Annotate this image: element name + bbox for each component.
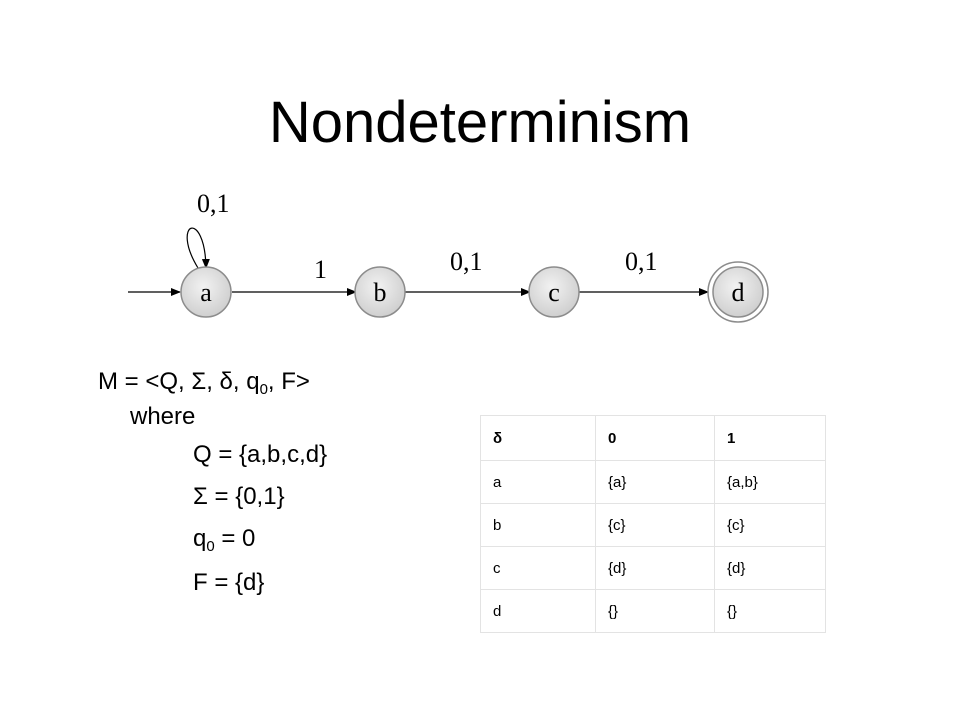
edge-label-a-b: 1: [314, 255, 327, 284]
state-b: b: [354, 266, 406, 318]
table-cell: {}: [714, 589, 826, 633]
state-label-d: d: [732, 278, 745, 307]
table-header-cell: δ: [480, 415, 596, 461]
table-cell: d: [480, 589, 596, 633]
edge-label-a-a: 0,1: [197, 189, 230, 218]
table-cell: a: [480, 460, 596, 504]
state-d-accepting: d: [707, 261, 769, 323]
table-cell: {a}: [595, 460, 715, 504]
state-label-c: c: [548, 278, 560, 307]
table-cell: c: [480, 546, 596, 590]
table-cell: {d}: [714, 546, 826, 590]
table-cell: {d}: [595, 546, 715, 590]
state-a: a: [180, 266, 232, 318]
table-row: b {c} {c}: [480, 503, 826, 547]
state-label-b: b: [374, 278, 387, 307]
table-header-cell: 0: [595, 415, 715, 461]
table-header-cell: 1: [714, 415, 826, 461]
edge-label-c-d: 0,1: [625, 247, 658, 276]
machine-tuple: M = <Q, Σ, δ, q0, F>: [98, 368, 310, 398]
transition-table: δ 0 1 a {a} {a,b} b {c} {c} c {d} {d} d …: [480, 415, 826, 633]
table-cell: {}: [595, 589, 715, 633]
alphabet-set: Σ = {0,1}: [193, 483, 285, 510]
table-header-row: δ 0 1: [480, 415, 826, 461]
state-c: c: [528, 266, 580, 318]
state-label-a: a: [200, 278, 212, 307]
edge-a-a: [186, 227, 210, 269]
table-cell: {c}: [714, 503, 826, 547]
accepting-set: F = {d}: [193, 569, 265, 596]
table-row: a {a} {a,b}: [480, 460, 826, 504]
automaton-diagram: 0,1 1 0,1 0,1 a b c d: [128, 189, 769, 323]
slide-title: Nondeterminism: [268, 90, 692, 155]
table-row: c {d} {d}: [480, 546, 826, 590]
table-cell: {a,b}: [714, 460, 826, 504]
where-label: where: [130, 403, 196, 430]
table-row: d {} {}: [480, 589, 826, 633]
states-set: Q = {a,b,c,d}: [193, 441, 328, 468]
table-cell: {c}: [595, 503, 715, 547]
start-state: q0 = 0: [193, 525, 256, 555]
edge-label-b-c: 0,1: [450, 247, 483, 276]
table-cell: b: [480, 503, 596, 547]
